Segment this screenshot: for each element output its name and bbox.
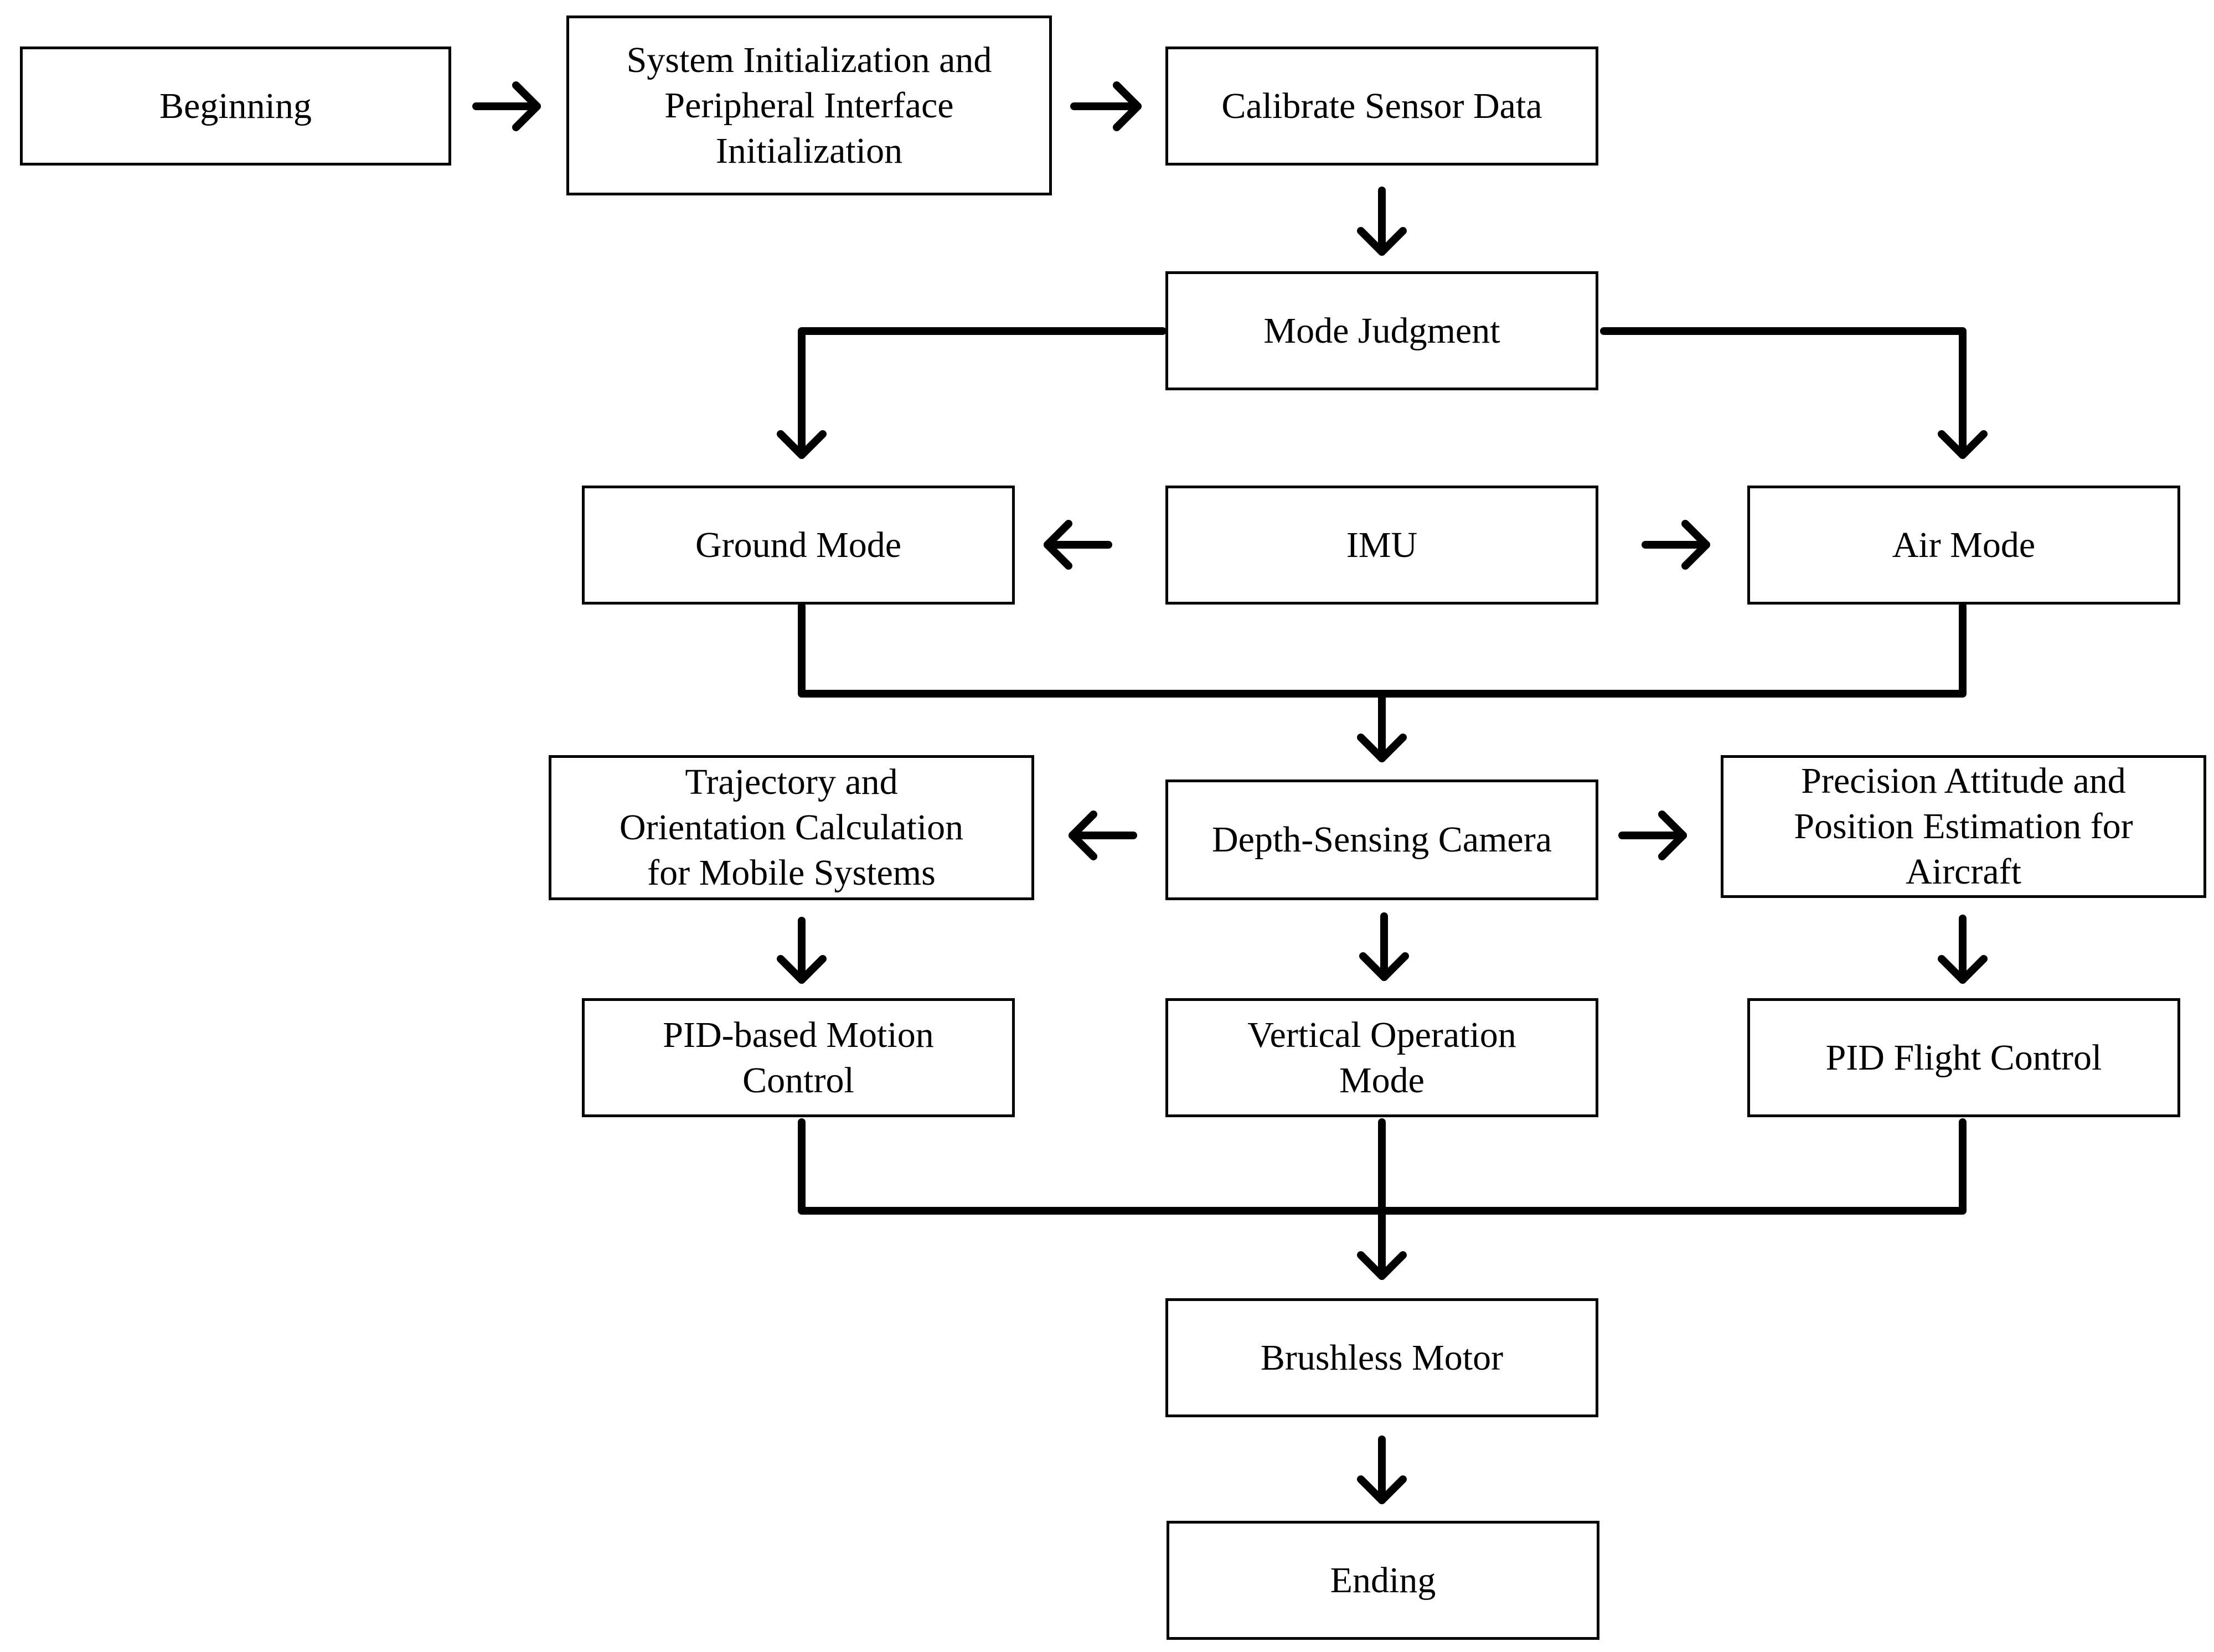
arrow-beginning-to-init bbox=[472, 81, 541, 131]
arrow-mode-judgment-to-ground bbox=[777, 327, 1167, 459]
arrow-modes-merge-to-depth-camera bbox=[798, 602, 1967, 762]
brushless-motor-label: Brushless Motor bbox=[1260, 1337, 1504, 1378]
precision-label: Precision Attitude and Position Estimati… bbox=[1794, 761, 2133, 892]
arrow-depth-to-precision bbox=[1618, 810, 1687, 860]
system-init-box: System Initialization and Peripheral Int… bbox=[566, 16, 1052, 195]
arrow-precision-to-pid-flight bbox=[1938, 915, 1988, 984]
beginning-box: Beginning bbox=[20, 47, 451, 166]
mode-judgment-label: Mode Judgment bbox=[1263, 310, 1500, 351]
trajectory-box: Trajectory and Orientation Calculation f… bbox=[549, 755, 1034, 900]
arrow-controls-merge-to-motor bbox=[798, 1118, 1967, 1280]
air-mode-box: Air Mode bbox=[1747, 486, 2180, 605]
pid-motion-box: PID-based Motion Control bbox=[582, 998, 1015, 1117]
depth-camera-label: Depth-Sensing Camera bbox=[1211, 819, 1552, 860]
vertical-mode-label: Vertical Operation Mode bbox=[1247, 1014, 1516, 1101]
mode-judgment-box: Mode Judgment bbox=[1165, 271, 1598, 390]
arrow-trajectory-to-pid-motion bbox=[777, 917, 827, 984]
system-init-label: System Initialization and Peripheral Int… bbox=[626, 39, 992, 171]
ending-label: Ending bbox=[1330, 1560, 1436, 1601]
arrow-mode-judgment-to-air bbox=[1600, 327, 1988, 459]
air-mode-label: Air Mode bbox=[1892, 524, 2036, 565]
ground-mode-box: Ground Mode bbox=[582, 486, 1015, 605]
precision-box: Precision Attitude and Position Estimati… bbox=[1721, 755, 2206, 898]
brushless-motor-box: Brushless Motor bbox=[1165, 1298, 1598, 1417]
arrow-init-to-calibrate bbox=[1070, 81, 1142, 131]
pid-flight-label: PID Flight Control bbox=[1825, 1037, 2102, 1078]
calibrate-label: Calibrate Sensor Data bbox=[1221, 85, 1542, 126]
arrow-imu-to-ground bbox=[1044, 520, 1112, 570]
pid-flight-box: PID Flight Control bbox=[1747, 998, 2180, 1117]
imu-box: IMU bbox=[1165, 486, 1598, 605]
ground-mode-label: Ground Mode bbox=[695, 524, 902, 565]
arrow-imu-to-air bbox=[1642, 520, 1710, 570]
ending-box: Ending bbox=[1167, 1521, 1599, 1640]
arrow-depth-to-trajectory bbox=[1069, 810, 1137, 860]
vertical-mode-box: Vertical Operation Mode bbox=[1165, 998, 1598, 1117]
arrow-motor-to-ending bbox=[1357, 1436, 1407, 1504]
depth-camera-box: Depth-Sensing Camera bbox=[1165, 779, 1598, 900]
arrow-depth-to-vertical bbox=[1359, 912, 1409, 981]
calibrate-box: Calibrate Sensor Data bbox=[1165, 47, 1598, 166]
trajectory-label: Trajectory and Orientation Calculation f… bbox=[619, 762, 964, 893]
arrow-calibrate-to-mode-judgment bbox=[1357, 187, 1407, 256]
beginning-label: Beginning bbox=[159, 85, 312, 126]
pid-motion-label: PID-based Motion Control bbox=[663, 1014, 934, 1101]
imu-label: IMU bbox=[1346, 524, 1418, 565]
